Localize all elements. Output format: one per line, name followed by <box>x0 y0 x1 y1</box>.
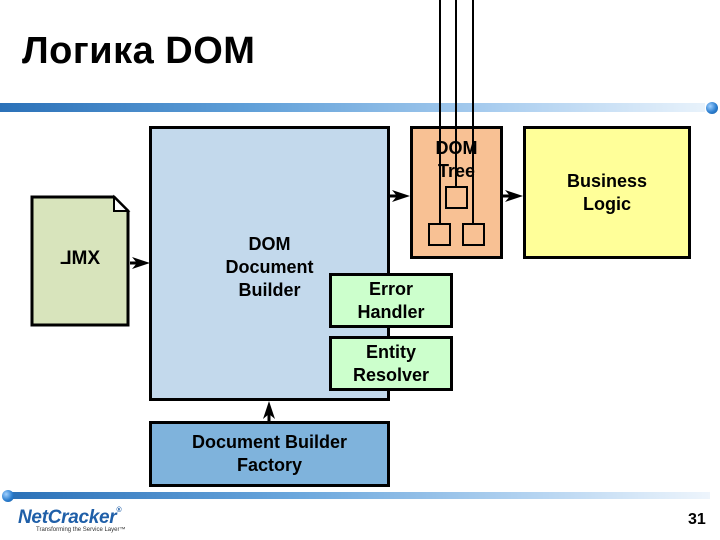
decor-dot-top <box>706 102 718 114</box>
arrow-xml-to-builder <box>130 257 150 269</box>
logo-name: NetCracker® <box>18 507 122 528</box>
netcracker-logo: NetCracker® Transforming the Service Lay… <box>18 507 125 533</box>
arrow-domtree-to-business <box>503 190 523 202</box>
entity-resolver-box: Entity Resolver <box>329 336 453 391</box>
xml-document-shape <box>30 194 131 327</box>
error-handler-label: Error Handler <box>357 278 425 322</box>
dom-document-builder-label: DOM Document Builder <box>225 234 314 300</box>
tree-node-squares <box>428 186 485 246</box>
arrow-factory-to-builder <box>263 401 275 421</box>
error-handler-box: Error Handler <box>329 273 453 328</box>
title-underline <box>0 103 705 112</box>
arrow-builder-to-domtree <box>390 190 410 202</box>
footer-rule <box>12 492 710 499</box>
entity-resolver-label: Entity Resolver <box>352 341 430 385</box>
logo-tagline: Transforming the Service Layer™ <box>36 527 126 533</box>
business-logic-box: Business Logic <box>523 126 691 259</box>
page-number: 31 <box>688 511 706 528</box>
tree-node-lines <box>439 0 474 223</box>
document-builder-factory-box: Document Builder Factory <box>149 421 390 487</box>
slide-title: Логика DOM <box>22 30 256 72</box>
decor-dot-bottom <box>2 490 14 502</box>
document-builder-factory-label: Document Builder Factory <box>191 432 347 475</box>
business-logic-label: Business Logic <box>566 170 648 214</box>
